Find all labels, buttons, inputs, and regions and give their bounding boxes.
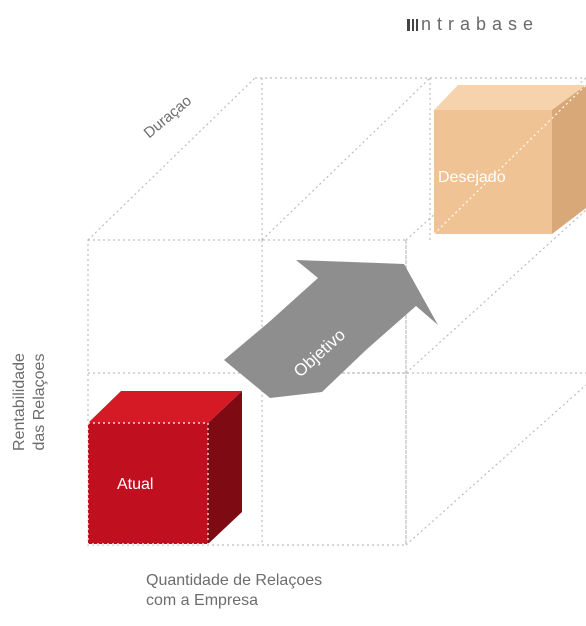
brand-logo-icon [407,19,418,31]
profitability-label-line2: das Relaçoes [31,353,48,451]
quantity-label-line2: com a Empresa [146,592,259,609]
current-cube-label: Atual [117,476,153,493]
quantity-axis-label: Quantidade de Relaçoes com a Empresa [146,571,322,611]
brand-logo: ntrabase [407,14,539,35]
brand-name: ntrabase [421,14,540,34]
profitability-label-line1: Rentabilidade [11,353,28,451]
desired-cube-label: Desejado [438,169,506,186]
desired-cube: Desejado [433,84,586,235]
quantity-label-line1: Quantidade de Relaçoes [146,572,323,589]
current-cube: Atual [87,391,242,545]
profitability-axis-label: Rentabilidade das Relaçoes [10,342,50,462]
objective-arrow: Objetivo [224,260,438,398]
